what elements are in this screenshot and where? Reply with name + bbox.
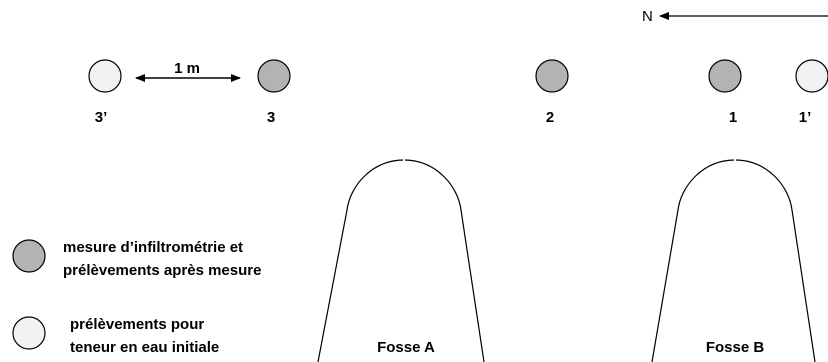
point-3-measure-circle bbox=[257, 59, 291, 93]
pit-a-label: Fosse A bbox=[377, 339, 435, 356]
north-label: N bbox=[642, 8, 653, 25]
legend-initial-line2: teneur en eau initiale bbox=[70, 339, 219, 356]
scale-bar: 1 m bbox=[135, 60, 241, 82]
legend-measure-swatch bbox=[12, 239, 46, 273]
pit-fosse-b: Fosse B bbox=[651, 157, 816, 362]
pit-a-outline bbox=[317, 159, 485, 362]
legend-initial-line1: prélèvements pour bbox=[70, 316, 204, 333]
legend-measure-line1: mesure d’infiltrométrie et bbox=[63, 239, 243, 256]
scale-label: 1 m bbox=[174, 60, 200, 77]
point-label-3prime: 3’ bbox=[95, 109, 108, 126]
legend-initial-swatch bbox=[12, 316, 46, 350]
pit-b-label: Fosse B bbox=[706, 339, 765, 356]
legend: mesure d’infiltrométrie et prélèvements … bbox=[12, 239, 261, 356]
pit-fosse-a: Fosse A bbox=[317, 157, 485, 362]
point-3prime-initial-circle bbox=[88, 59, 122, 93]
sampling-points: 3’ 3 2 1 1’ bbox=[88, 59, 828, 126]
point-1-measure-circle bbox=[708, 59, 742, 93]
point-label-1: 1 bbox=[729, 109, 737, 126]
point-label-2: 2 bbox=[546, 109, 554, 126]
point-2-measure-circle bbox=[535, 59, 569, 93]
point-1prime-initial-circle bbox=[795, 59, 828, 93]
north-compass: N bbox=[642, 8, 828, 25]
point-label-3: 3 bbox=[267, 109, 275, 126]
point-label-1prime: 1’ bbox=[799, 109, 812, 126]
legend-measure-line2: prélèvements après mesure bbox=[63, 262, 261, 279]
pit-b-outline bbox=[651, 159, 816, 362]
